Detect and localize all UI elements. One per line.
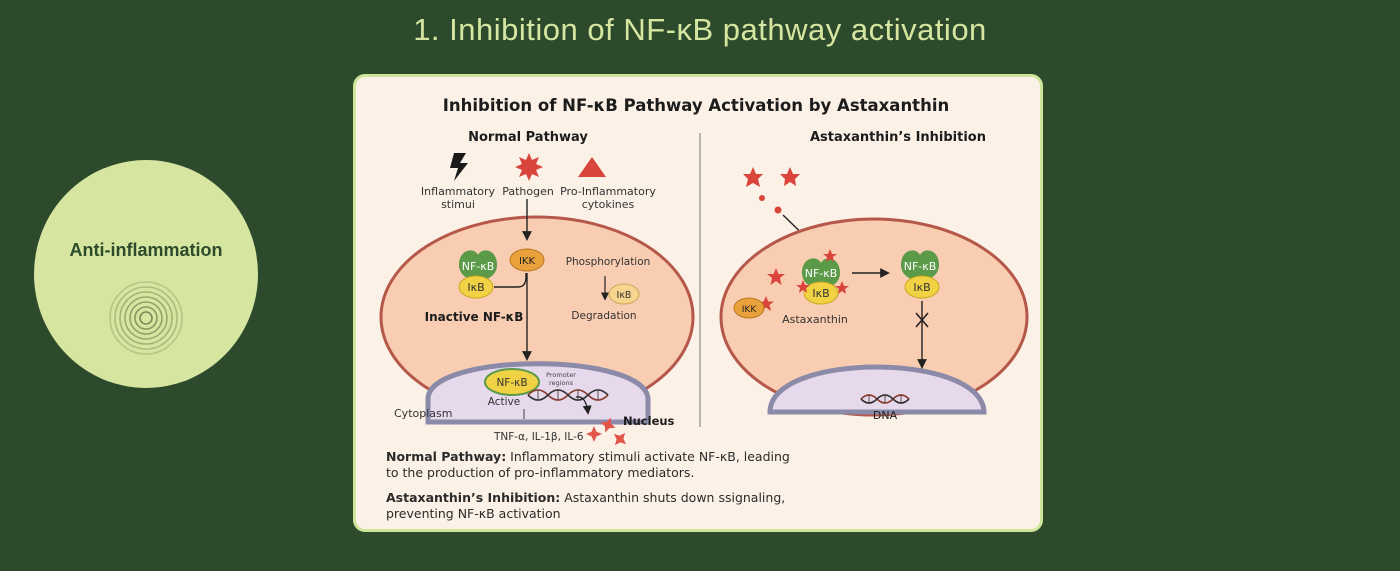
dna-helix-left (527, 389, 609, 401)
stimulus-inflammatory-label-2: stimui (441, 198, 475, 211)
stimulus-cytokines-label-2: cytokines (582, 198, 635, 211)
note-astaxanthin: Astaxanthin’s Inhibition: Astaxanthin sh… (386, 490, 806, 522)
figure-card: Inhibition of NF-κB Pathway Activation b… (353, 74, 1043, 532)
badge-label: Anti-inflammation (69, 240, 223, 260)
astaxanthin-particles (743, 167, 800, 214)
cytokine-triangle-icon (578, 157, 606, 177)
ikk-node (509, 248, 545, 272)
nfkb-ikb-free-complex: NF-κB IκB (901, 250, 940, 299)
pathway-diagram: Inhibition of NF-κB Pathway Activation b… (379, 96, 1029, 446)
right-panel-heading: Astaxanthin’s Inhibition (810, 130, 986, 145)
lightning-icon (450, 153, 468, 181)
astaxanthin-label: Astaxanthin (782, 313, 848, 326)
concentric-rings-icon (109, 281, 183, 355)
free-ikb-label: IκB (913, 281, 930, 294)
dna-helix-right (860, 394, 910, 404)
free-nfkb-label: NF-κB (904, 260, 937, 273)
figure-title: Inhibition of NF-κB Pathway Activation b… (443, 96, 949, 115)
dna-label: DNA (873, 409, 898, 422)
nfkb-label: NF-κB (462, 260, 495, 273)
right-ikk-node (733, 297, 765, 319)
ikb-label: IκB (467, 281, 484, 294)
left-panel-heading: Normal Pathway (468, 130, 588, 145)
degradation-label: Degradation (571, 310, 636, 322)
note-normal-label: Normal Pathway: (386, 449, 507, 464)
bound-ikb-label: IκB (812, 287, 829, 300)
pathogen-icon (515, 153, 543, 181)
stimulus-cytokines-label: Pro-Inflammatory (560, 185, 656, 198)
stimulus-pathogen-label: Pathogen (502, 185, 554, 198)
note-normal-pathway: Normal Pathway: Inflammatory stimuli act… (386, 449, 806, 481)
figure-notes: Normal Pathway: Inflammatory stimuli act… (386, 449, 806, 529)
right-nucleus (767, 364, 987, 415)
nucleus-label: Nucleus (623, 414, 675, 428)
promoter-label: Promoter (546, 371, 576, 379)
nfkb-ikb-bound-complex: NF-κB IκB (802, 258, 840, 305)
mediator-stars (586, 417, 627, 446)
active-nfkb-label: NF-κB (496, 377, 527, 389)
inactive-nfkb-label: Inactive NF-κB (425, 310, 524, 324)
note-astaxanthin-text: Astaxanthin shuts down ssignaling, preve… (386, 490, 786, 521)
nfkb-ikb-complex: NF-κB IκB (458, 250, 497, 299)
right-ikk-label: IKK (742, 305, 758, 315)
note-astaxanthin-label: Astaxanthin’s Inhibition: (386, 490, 561, 505)
ikb-degraded-label: IκB (617, 290, 632, 301)
cytoplasm-label: Cytoplasm (394, 407, 452, 420)
stimulus-inflammatory-label: Inflammatory (421, 185, 496, 198)
right-cell-membrane (719, 217, 1029, 417)
phosphorylation-label: Phosphorylation (566, 256, 651, 268)
active-nfkb-node (484, 368, 540, 396)
slide-title: 1. Inhibition of NF-κB pathway activatio… (413, 12, 987, 47)
blocked-x-icon (915, 312, 929, 328)
promoter-label-2: regions (549, 379, 574, 387)
bound-nfkb-label: NF-κB (805, 267, 838, 280)
mediators-label: TNF-α, IL-1β, IL-6 (493, 431, 584, 443)
ikk-label: IKK (519, 256, 536, 267)
note-normal-text: Inflammatory stimuli activate NF-κB, lea… (386, 449, 790, 480)
ikb-degraded-node (608, 283, 640, 305)
active-label: Active (488, 396, 520, 408)
topic-badge: Anti-inflammation (34, 160, 258, 388)
